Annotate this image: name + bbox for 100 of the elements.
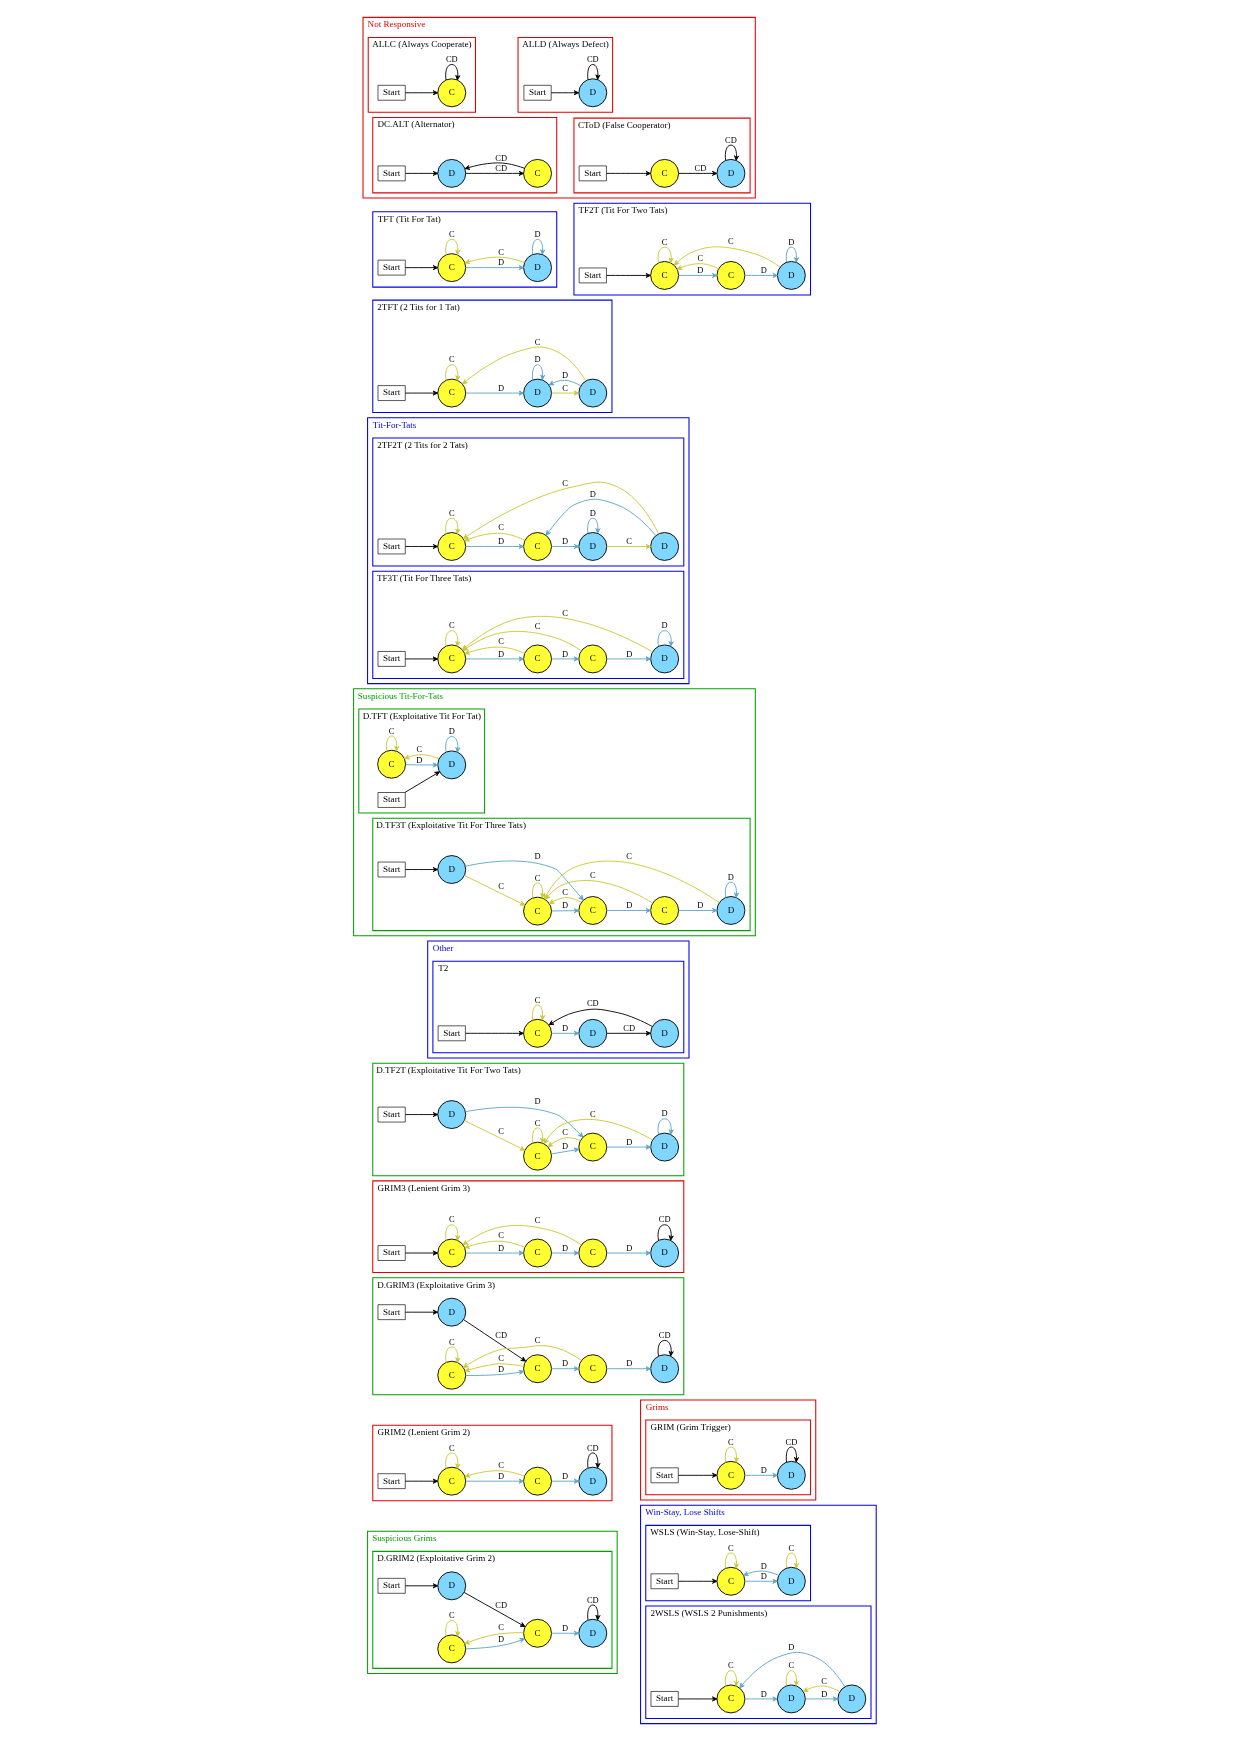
edge-label: C [697,253,704,264]
arrow [465,265,525,271]
edge-label: D [562,1358,569,1369]
edge-label: C [589,869,596,880]
edge-label: D [562,900,569,911]
edge-label: CD [495,152,508,163]
edge-label: D [697,265,704,276]
edge-label: C [788,1542,795,1553]
node-circle: C [523,1238,552,1268]
arrow [677,1696,718,1702]
arrow [532,1004,546,1021]
edge-label: C [534,1214,541,1225]
node-circle: D [776,1460,806,1490]
arrow [463,1591,526,1628]
node-box: Start [377,792,406,808]
edge-label: C [728,1436,734,1447]
arrow [532,882,546,899]
edge-label: C [589,1108,596,1119]
arrow [404,265,439,271]
edge-label: CD [445,54,458,65]
node-box: Start [377,1106,406,1123]
arrow [532,238,546,255]
arrow [673,246,781,268]
node-box: Start [377,165,406,182]
edge-label: C [562,607,568,618]
edge-label: D [760,265,767,276]
edge-label: CD [495,1600,508,1611]
edge-label: C [498,1622,504,1633]
arrow [462,346,587,385]
node-circle: D [716,896,746,925]
edge-label: D [626,1136,633,1147]
arrow [405,762,439,768]
node-circle: C [716,261,746,290]
edge-label: D [760,1688,767,1699]
node-circle: C [523,532,552,561]
edge-label: C [821,1675,828,1686]
arrow [462,1225,582,1246]
edge-label: C [448,354,455,365]
arrow [724,144,739,161]
arrow [677,1578,718,1584]
node-box: Start [377,1473,406,1489]
edge-label: C [534,872,541,883]
arrow [550,90,580,96]
arrow [657,1340,674,1357]
edge-label: D [697,900,704,911]
edge-label: D [626,1358,633,1369]
node-box: Start [377,1578,406,1594]
edge-label: D [448,726,455,737]
edge-label: CD [495,163,508,174]
arrow [445,64,461,81]
node-circle: D [650,1132,680,1162]
arrow [465,1250,525,1256]
edge-label: D [562,369,569,380]
edge-label: C [448,1214,455,1225]
edge-label: CD [658,1214,671,1225]
edge-label: D [498,1363,505,1374]
edge-label: C [534,1117,541,1128]
node-box: Start [377,259,406,276]
arrow [463,1319,527,1362]
node-circle: D [578,1618,608,1648]
arrow [785,1446,799,1463]
arrow [724,881,739,898]
arrow [587,1604,601,1621]
node-circle: C [523,1018,552,1048]
edge-label: C [626,851,633,862]
node-circle: D [523,378,552,408]
arrow [445,364,461,381]
edge-label: C [534,994,541,1005]
arrow [465,170,525,176]
edge-label: CD [623,1022,636,1033]
edge-label: CD [725,134,737,145]
edge-label: D [661,620,668,631]
node-circle: D [650,1018,680,1048]
arrow [551,1630,580,1636]
arrow [743,1570,780,1576]
node-circle: D [437,158,467,188]
edge-label: CD [495,1330,508,1341]
arrow [404,170,439,176]
arrow [404,754,440,760]
edge-label: CD [586,54,599,65]
arrow [678,272,718,278]
arrow [606,1366,652,1372]
arrow [404,656,439,662]
node-circle: D [776,1566,806,1596]
node-circle: D [437,855,467,884]
node-circle: C [523,1354,552,1384]
edge-label: D [661,1108,668,1119]
edge-label: CD [586,998,599,1009]
arrow [404,1112,439,1118]
arrow [657,630,674,647]
edge-label: C [448,1336,455,1347]
arrow [657,1118,674,1135]
edge-label: C [534,1334,541,1345]
edge-label: C [728,1660,734,1671]
edge-label: C [498,880,504,891]
node-box: Start [650,1573,679,1590]
edge-label: D [498,1242,505,1253]
node-box: Start [650,1467,679,1484]
edge-label: CD [586,1594,599,1605]
arrow [464,1470,525,1478]
